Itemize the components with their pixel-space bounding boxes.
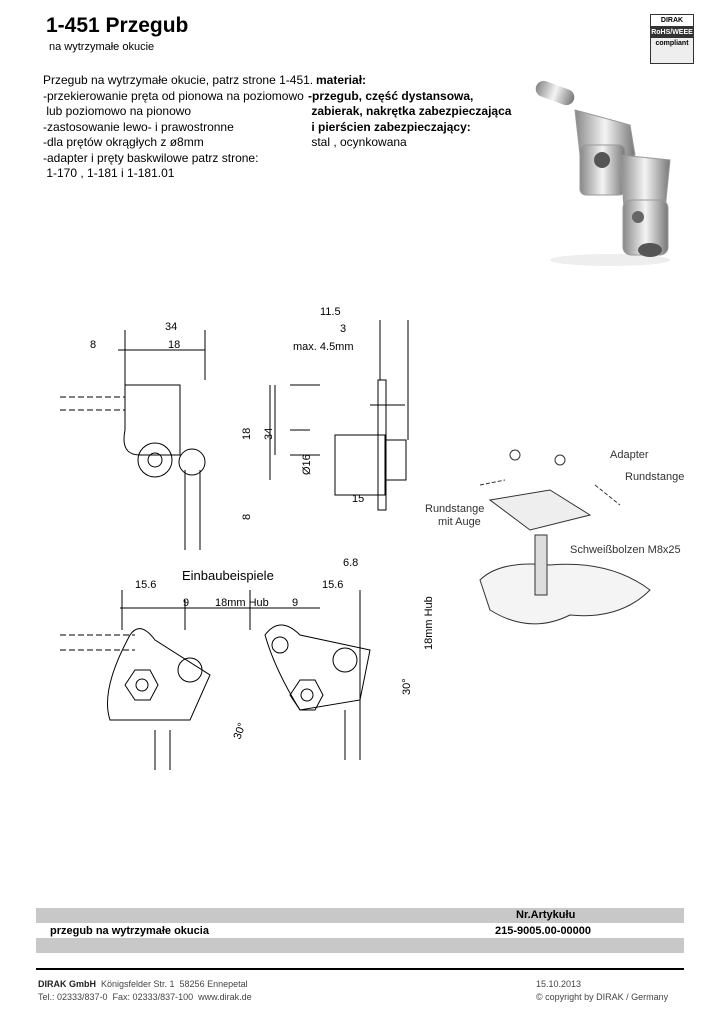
description-line: -dla prętów okrągłych z ø8mm [43, 135, 204, 149]
iso-label: Adapter [610, 449, 649, 461]
footer-copyright: © copyright by DIRAK / Germany [536, 992, 669, 1002]
rohs-logo: DIRAK RoHS/WEEE compliant [650, 14, 694, 64]
install-title: Einbaubeispiele [182, 568, 274, 583]
footer-date: 15.10.2013 [536, 979, 582, 989]
article-number-header: Nr.Artykułu [516, 909, 576, 921]
material-line: i pierścien zabezpieczający: [308, 119, 471, 134]
footer-right: 15.10.2013 © copyright by DIRAK / Germany [536, 978, 668, 1004]
dim: 8 [90, 339, 96, 351]
page-title: 1-451 Przegub [46, 14, 189, 37]
description: Przegub na wytrzymałe okucie, patrz stro… [43, 73, 313, 182]
dim: 15.6 [135, 579, 156, 591]
material-block: materiał: -przegub, część dystansowa, za… [308, 73, 511, 151]
description-line: lub poziomowo na pionowo [43, 104, 192, 118]
dim: 30° [232, 721, 249, 741]
item-name: przegub na wytrzymałe okucia [50, 925, 209, 937]
dim: 15.6 [322, 579, 343, 591]
dim: 18 [241, 428, 253, 440]
material-finish: stal , ocynkowana [308, 135, 407, 149]
material-heading: materiał: [316, 73, 367, 87]
install-examples [60, 590, 371, 770]
description-line: -adapter i pręty baskwilowe patrz strone… [43, 150, 259, 165]
description-line: Przegub na wytrzymałe okucie, patrz stro… [43, 73, 314, 87]
exploded-view: Adapter Rundstange Rundstange mit Auge S… [425, 449, 684, 625]
dim: 34 [165, 321, 177, 333]
company-name: DIRAK GmbH [38, 979, 96, 989]
dim: 15 [352, 493, 364, 505]
dim: 30° [401, 678, 413, 695]
front-view [60, 330, 320, 550]
material-line: -przegub, część dystansowa, [308, 88, 474, 103]
dim: 8 [241, 514, 253, 520]
iso-label: mit Auge [438, 516, 481, 528]
company-contact: Tel.: 02333/837-0 Fax: 02333/837-100 www… [38, 992, 252, 1002]
article-number: 215-9005.00-00000 [495, 925, 592, 937]
description-line: 1-170 , 1-181 i 1-181.01 [43, 166, 175, 180]
dim: 18 [168, 339, 180, 351]
material-line: zabierak, nakrętka zabezpieczająca [308, 104, 512, 118]
dim: 9 [183, 597, 189, 609]
footer-left: DIRAK GmbH Königsfelder Str. 1 58256 Enn… [38, 978, 252, 1004]
dim: 3 [340, 323, 346, 335]
iso-label: Rundstange [425, 503, 484, 515]
iso-label: Schweißbolzen M8x25 [570, 544, 681, 556]
dim: 6.8 [343, 557, 358, 569]
dim: 11.5 [320, 306, 341, 318]
dim: 18mm Hub [423, 596, 435, 650]
iso-label: Rundstange [625, 471, 684, 483]
footer-divider [36, 968, 684, 970]
table-footer-row [36, 938, 684, 953]
technical-drawing: 34 8 18 18 34 8 11.5 3 max. 4.5mm Ø16 15… [60, 306, 435, 770]
company-address: Königsfelder Str. 1 58256 Ennepetal [96, 979, 248, 989]
page-subtitle: na wytrzymałe okucie [49, 41, 155, 53]
dim: 34 [263, 428, 275, 440]
side-view [334, 320, 409, 511]
dim: 9 [292, 597, 298, 609]
description-line: -zastosowanie lewo- i prawostronne [43, 119, 234, 134]
dim: 18mm Hub [215, 597, 269, 609]
dim: Ø16 [301, 454, 313, 475]
description-line: -przekierowanie pręta od pionowa na pozi… [43, 88, 304, 103]
product-photo [535, 80, 671, 266]
table-header-row [36, 908, 684, 923]
dim: max. 4.5mm [293, 341, 354, 353]
